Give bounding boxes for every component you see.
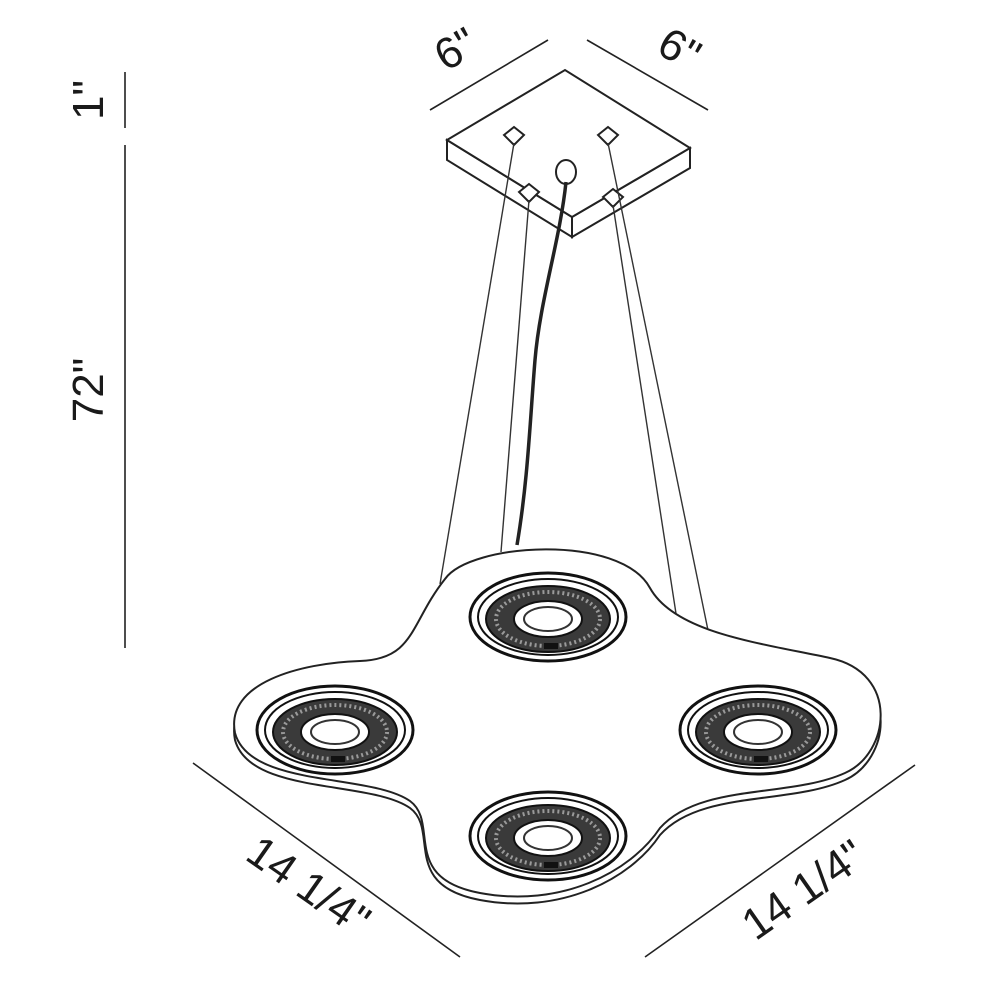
fixture-width-left-label: 14 1/4" (238, 826, 379, 945)
cable-back-left (439, 142, 515, 585)
fixture-body (233, 548, 882, 905)
light-module (468, 571, 628, 663)
fixture-left-dimension-line (192, 762, 461, 958)
light-module (255, 684, 415, 776)
canopy-left-dimension-line (429, 39, 549, 111)
light-module (468, 790, 628, 882)
canopy-screws (502, 125, 625, 209)
drop-length-label: 72" (64, 358, 113, 423)
cable-back-right (607, 142, 711, 641)
cable-front-left (500, 199, 530, 553)
power-cord (515, 181, 568, 546)
light-module (678, 684, 838, 776)
fixture-width-right-label: 14 1/4" (733, 830, 874, 949)
canopy-height-label: 1" (64, 80, 113, 120)
fixture-right-dimension-line (644, 764, 916, 958)
canopy-width-right-label: 6" (650, 18, 709, 80)
canopy-top (445, 68, 692, 219)
canopy-right-dimension-line (586, 39, 709, 111)
suspension-cables (439, 142, 711, 641)
light-modules (255, 571, 838, 882)
canopy (445, 68, 692, 239)
fixture-plate-top (233, 548, 882, 898)
canopy-width-left-label: 6" (426, 18, 485, 80)
cable-front-right (612, 204, 678, 621)
vertical-dimension-group: 1" 72" (64, 72, 126, 648)
